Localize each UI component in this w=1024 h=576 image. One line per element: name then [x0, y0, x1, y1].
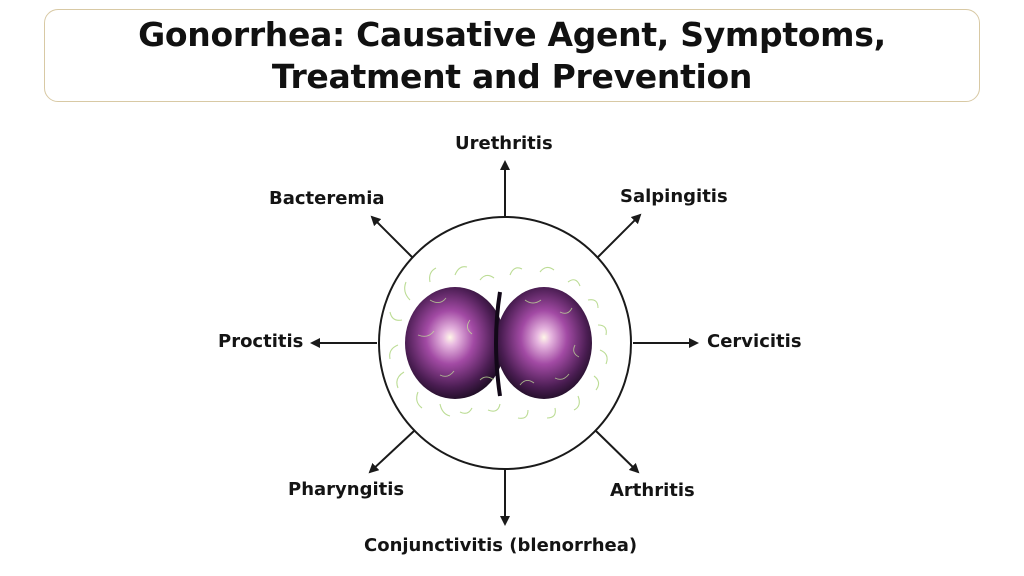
page-title: Gonorrhea: Causative Agent, Symptoms, Tr…: [138, 14, 886, 96]
label-cervicitis: Cervicitis: [707, 331, 802, 352]
title-box: Gonorrhea: Causative Agent, Symptoms, Tr…: [44, 9, 980, 102]
bacterium-cell-left: [405, 287, 505, 399]
arrow-down-right: [595, 430, 640, 474]
label-arthritis: Arthritis: [610, 480, 695, 501]
label-pharyngitis: Pharyngitis: [288, 479, 405, 500]
bacterium-cell-right: [496, 287, 592, 399]
label-bacteremia: Bacteremia: [269, 188, 385, 209]
arrow-up-left: [370, 215, 415, 260]
label-urethritis: Urethritis: [455, 133, 553, 154]
arrow-down-left: [368, 430, 415, 474]
label-conjunctivitis: Conjunctivitis (blenorrhea): [364, 535, 638, 556]
pili-overlay: [417, 297, 580, 386]
cell-division-line: [494, 291, 502, 397]
label-proctitis: Proctitis: [218, 331, 304, 352]
label-salpingitis: Salpingitis: [620, 186, 728, 207]
arrow-up-right: [595, 213, 642, 260]
